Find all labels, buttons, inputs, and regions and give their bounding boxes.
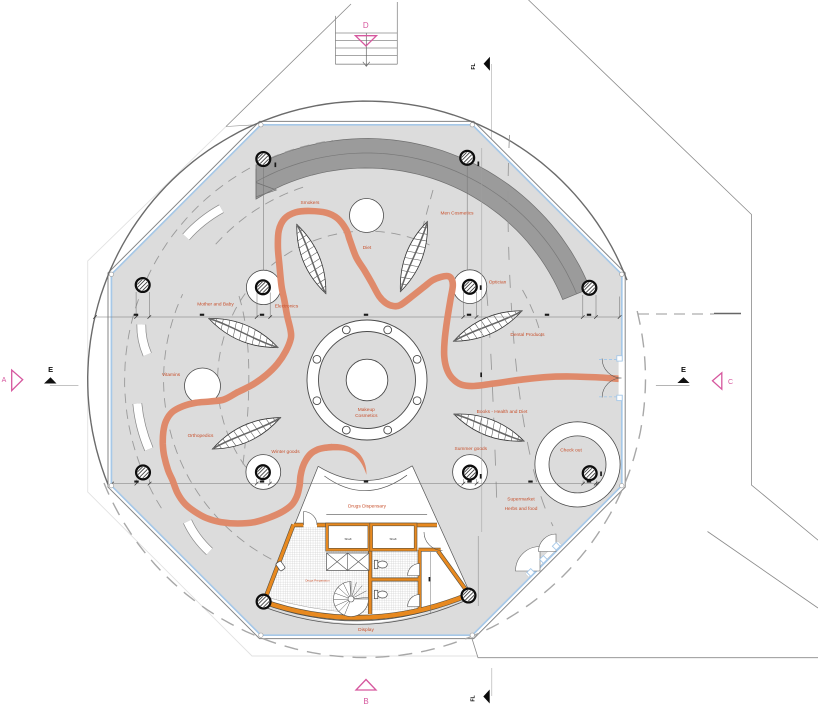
svg-text:Check out: Check out xyxy=(560,448,582,454)
svg-text:Summer goods: Summer goods xyxy=(455,446,488,452)
svg-text:Men Cosmetics: Men Cosmetics xyxy=(440,211,474,217)
svg-text:Shaft: Shaft xyxy=(344,537,351,541)
svg-text:D: D xyxy=(363,21,369,30)
svg-text:Drugs Dispensary: Drugs Dispensary xyxy=(348,504,387,510)
svg-text:Herbs and food: Herbs and food xyxy=(505,506,538,512)
svg-text:FL: FL xyxy=(471,695,477,702)
svg-text:B: B xyxy=(363,697,368,706)
svg-text:Diet: Diet xyxy=(363,245,372,251)
svg-text:Electronics: Electronics xyxy=(275,303,299,309)
svg-text:E: E xyxy=(681,365,686,374)
svg-text:Cosmetics: Cosmetics xyxy=(355,413,378,419)
svg-text:Makeup: Makeup xyxy=(358,407,375,413)
svg-text:Supermarket: Supermarket xyxy=(507,497,535,503)
svg-text:Vitamins: Vitamins xyxy=(162,372,181,378)
svg-text:Optician: Optician xyxy=(489,280,507,286)
svg-text:Winter goods: Winter goods xyxy=(271,449,300,455)
svg-text:Books - Health and Diet: Books - Health and Diet xyxy=(477,409,528,415)
svg-text:Dental Products: Dental Products xyxy=(510,332,545,338)
svg-text:Drugs Preparation: Drugs Preparation xyxy=(305,579,330,583)
svg-text:Mother and Baby: Mother and Baby xyxy=(197,302,234,308)
svg-text:Smokers: Smokers xyxy=(301,200,321,206)
svg-text:Orthopedics: Orthopedics xyxy=(188,433,214,439)
svg-text:E: E xyxy=(48,365,53,374)
svg-text:Shaft: Shaft xyxy=(389,537,396,541)
svg-text:C: C xyxy=(728,379,733,386)
svg-text:FL: FL xyxy=(471,63,477,70)
svg-text:Display: Display xyxy=(358,627,374,633)
svg-text:A: A xyxy=(2,377,7,384)
